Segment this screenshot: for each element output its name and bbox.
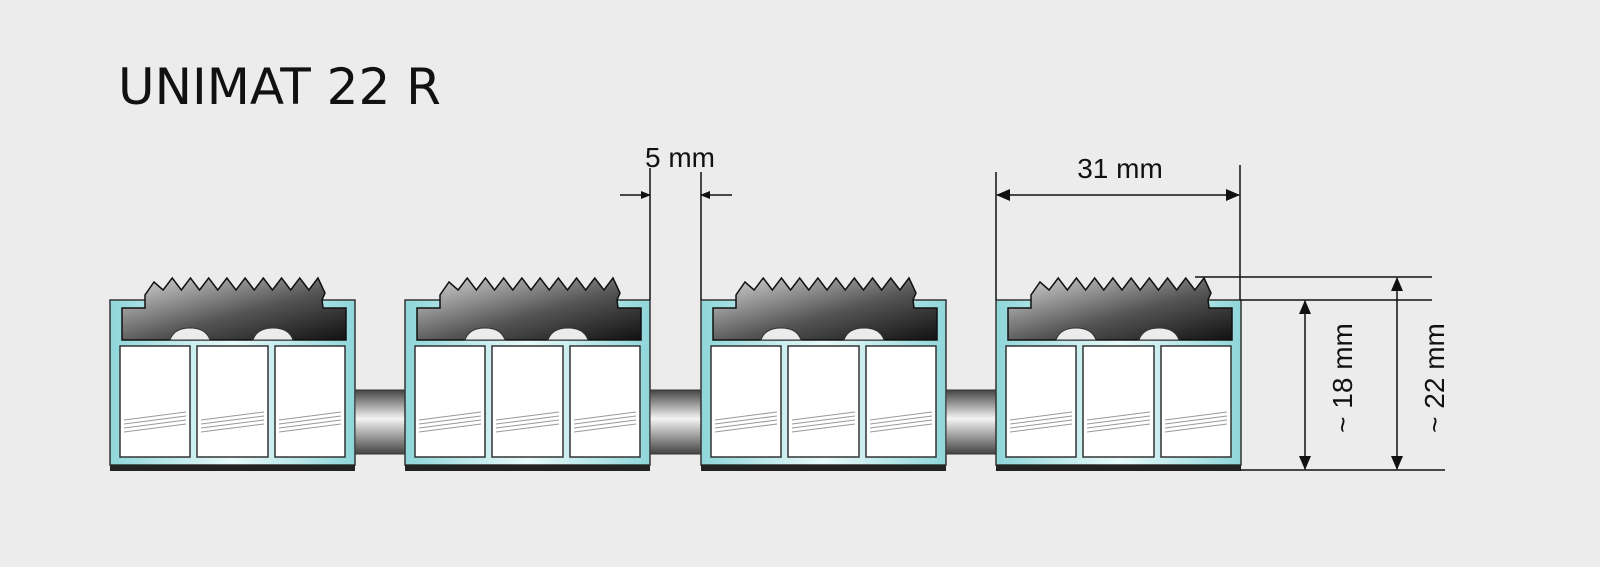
hatch-line <box>123 423 187 433</box>
hatch-line <box>495 411 560 421</box>
hollow-chamber <box>1160 345 1232 458</box>
hatch-line <box>200 419 265 429</box>
hatch-line <box>869 423 933 433</box>
hatch-line <box>573 419 637 429</box>
hatch-line <box>791 423 856 433</box>
rubber-insert <box>1007 276 1233 341</box>
hatch-line <box>573 415 637 425</box>
hatch-line <box>418 423 482 433</box>
hatch-line <box>495 423 560 433</box>
insert-bump <box>547 327 589 341</box>
gap-label: 5 mm <box>645 142 715 173</box>
hatch-line <box>714 423 778 433</box>
hatch-line <box>495 419 560 429</box>
hatch-line <box>123 415 187 425</box>
hollow-chamber <box>1082 345 1155 458</box>
rubber-insert <box>121 276 347 341</box>
hollow-chamber <box>196 345 269 458</box>
hatch-line <box>418 411 482 421</box>
frame-height-label: ~ 18 mm <box>1327 323 1358 433</box>
hatch-line <box>791 415 856 425</box>
insert-bump <box>843 327 885 341</box>
hatch-line <box>714 419 778 429</box>
hatch-line <box>1009 411 1073 421</box>
rubber-insert <box>416 276 642 341</box>
hatch-line <box>200 411 265 421</box>
hatch-line <box>791 411 856 421</box>
hatch-line <box>1086 419 1151 429</box>
hatch-line <box>714 415 778 425</box>
hatch-line <box>200 423 265 433</box>
insert-bump <box>169 327 211 341</box>
hatch-line <box>278 411 342 421</box>
base-strip <box>405 465 650 471</box>
hatch-line <box>418 419 482 429</box>
profile-1 <box>109 276 356 471</box>
hatch-line <box>1164 415 1228 425</box>
hollow-chamber <box>119 345 191 458</box>
hatch-line <box>573 411 637 421</box>
hollow-chamber <box>491 345 564 458</box>
insert-bump <box>1138 327 1180 341</box>
base-strip <box>110 465 355 471</box>
hollow-chamber <box>787 345 860 458</box>
hatch-line <box>1164 419 1228 429</box>
hollow-chamber <box>865 345 937 458</box>
hatch-line <box>573 423 637 433</box>
hatch-line <box>869 411 933 421</box>
hatch-line <box>1164 411 1228 421</box>
width-label: 31 mm <box>1077 153 1163 184</box>
hollow-chamber <box>414 345 486 458</box>
hollow-chamber <box>569 345 641 458</box>
hatch-line <box>791 419 856 429</box>
spacer-connector <box>649 389 702 455</box>
insert-bump <box>464 327 506 341</box>
hatch-line <box>869 415 933 425</box>
hollow-chamber <box>1005 345 1077 458</box>
hatch-line <box>714 411 778 421</box>
profiles <box>109 276 1242 471</box>
hatch-line <box>123 419 187 429</box>
hatch-line <box>278 423 342 433</box>
hollow-chamber <box>710 345 782 458</box>
hatch-line <box>200 415 265 425</box>
total-height-label: ~ 22 mm <box>1419 323 1450 433</box>
profile-4 <box>995 276 1242 471</box>
hatch-line <box>1009 415 1073 425</box>
hatch-line <box>123 411 187 421</box>
product-title: UNIMAT 22 R <box>118 58 441 116</box>
hatch-line <box>1086 415 1151 425</box>
hatch-line <box>495 415 560 425</box>
hatch-line <box>278 415 342 425</box>
insert-bump <box>252 327 294 341</box>
hatch-line <box>1009 423 1073 433</box>
hatch-line <box>869 419 933 429</box>
insert-bump <box>1055 327 1097 341</box>
hatch-line <box>1086 423 1151 433</box>
hatch-line <box>418 415 482 425</box>
profile-3 <box>700 276 947 471</box>
hatch-line <box>1086 411 1151 421</box>
base-strip <box>701 465 946 471</box>
hatch-line <box>1009 419 1073 429</box>
rubber-insert <box>712 276 938 341</box>
base-strip <box>996 465 1241 471</box>
spacer-connector <box>945 389 997 455</box>
hollow-chamber <box>274 345 346 458</box>
profile-2 <box>404 276 651 471</box>
spacer-connector <box>354 389 406 455</box>
hatch-line <box>1164 423 1228 433</box>
dimension-lines <box>620 165 1445 471</box>
hatch-line <box>278 419 342 429</box>
insert-bump <box>760 327 802 341</box>
